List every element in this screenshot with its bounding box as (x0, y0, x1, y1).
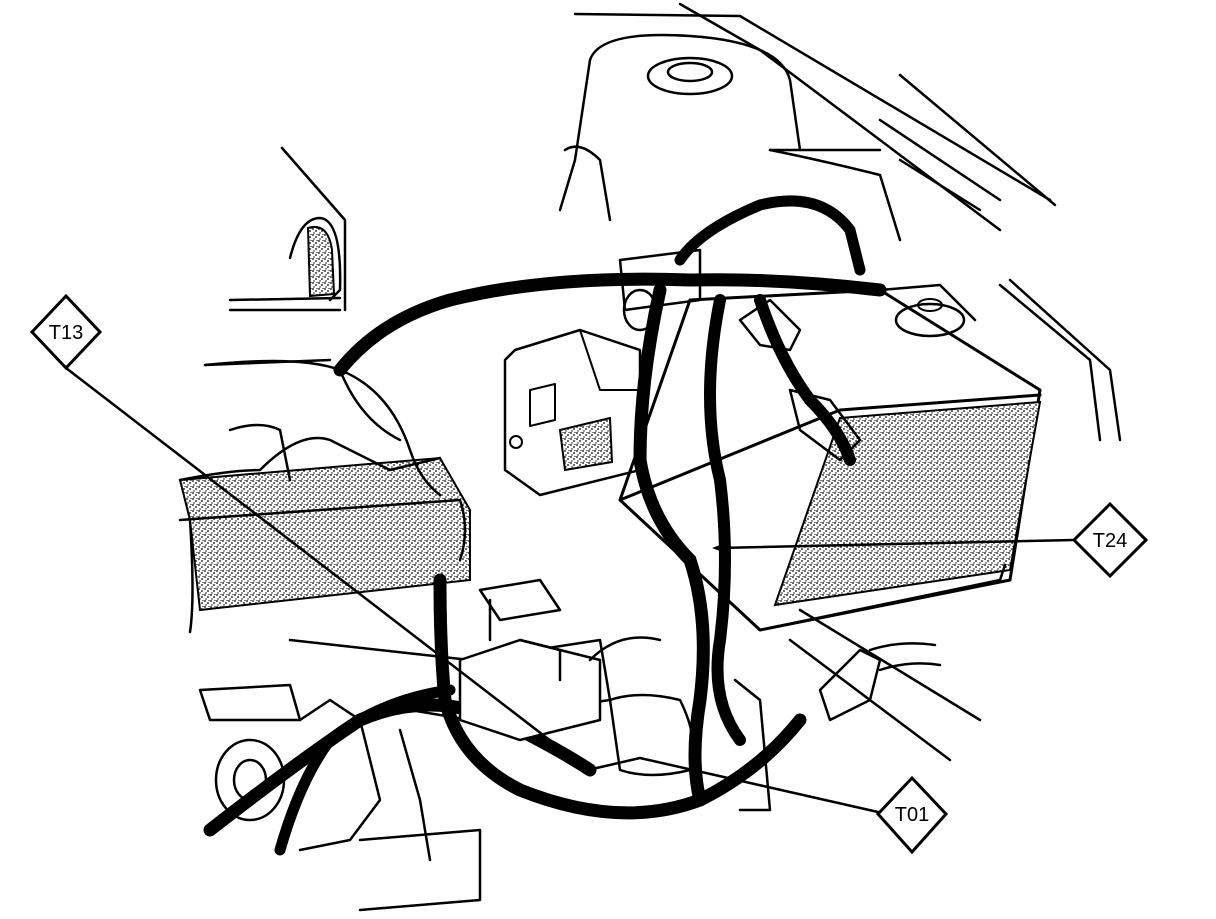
leader-lines (64, 366, 1076, 814)
callout-t13: T13 (29, 293, 103, 371)
fender-lines (573, 2, 1122, 442)
callout-t24-label: T24 (1093, 530, 1127, 552)
callout-t24: T24 (1071, 501, 1149, 579)
t24-arrowhead (712, 541, 730, 555)
callout-t13-label: T13 (49, 322, 83, 344)
wire-harness (203, 195, 887, 856)
headlamp-shade (306, 226, 336, 298)
callout-t01-label: T01 (895, 804, 929, 826)
battery-cable-clamps (618, 248, 862, 462)
callout-t01: T01 (875, 775, 949, 855)
strut-tower (558, 33, 902, 242)
relay-box (503, 328, 642, 497)
intake-assembly (178, 359, 471, 612)
lower-engine-components (198, 578, 982, 912)
battery (618, 283, 1042, 632)
